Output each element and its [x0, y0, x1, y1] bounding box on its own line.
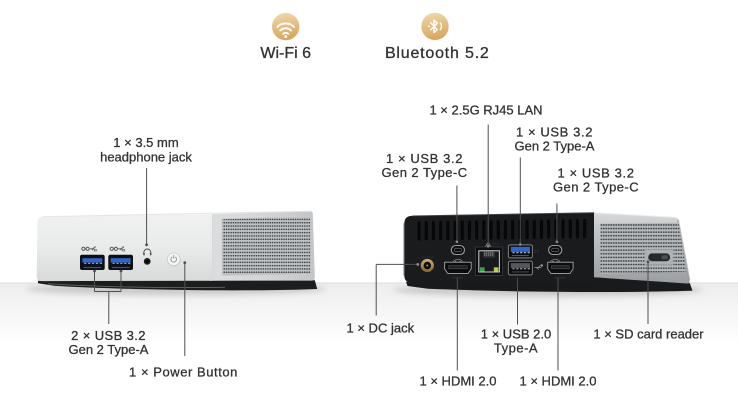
svg-text:Gen 2 Type-A: Gen 2 Type-A [515, 139, 595, 154]
svg-text:1 × HDMI 2.0: 1 × HDMI 2.0 [520, 374, 597, 389]
svg-text:19V=3.42A: 19V=3.42A [421, 255, 434, 259]
svg-text:Type-A: Type-A [494, 341, 538, 356]
svg-text:1 × USB 3.2: 1 × USB 3.2 [557, 166, 634, 181]
svg-text:ss: ss [534, 249, 540, 255]
svg-text:Gen 2 Type-C: Gen 2 Type-C [381, 165, 467, 180]
svg-text:Bluetooth 5.2: Bluetooth 5.2 [385, 45, 490, 62]
svg-text:1 × DC jack: 1 × DC jack [347, 321, 415, 336]
svg-text:1 × USB 3.2: 1 × USB 3.2 [516, 125, 593, 140]
svg-text:HDMI: HDMI [555, 276, 566, 280]
svg-text:headphone jack: headphone jack [100, 149, 192, 164]
svg-text:1 × Power Button: 1 × Power Button [129, 364, 238, 379]
svg-text:1 × SD card reader: 1 × SD card reader [593, 327, 704, 342]
svg-text:2.5G: 2.5G [492, 242, 499, 246]
svg-text:Gen 2 Type-A: Gen 2 Type-A [69, 342, 149, 357]
svg-text:1 × 3.5 mm: 1 × 3.5 mm [113, 135, 178, 150]
svg-text:1 × USB 3.2: 1 × USB 3.2 [386, 151, 463, 166]
svg-text:1 × 2.5G RJ45 LAN: 1 × 2.5G RJ45 LAN [429, 103, 542, 118]
svg-text:Wi-Fi 6: Wi-Fi 6 [260, 45, 311, 62]
svg-text:1 × HDMI 2.0: 1 × HDMI 2.0 [420, 374, 497, 389]
svg-text:1 × USB 2.0: 1 × USB 2.0 [481, 327, 551, 342]
svg-text:HDMI: HDMI [452, 276, 463, 280]
svg-text:Gen 2 Type-C: Gen 2 Type-C [553, 180, 639, 195]
svg-text:2 × USB 3.2: 2 × USB 3.2 [71, 328, 146, 343]
